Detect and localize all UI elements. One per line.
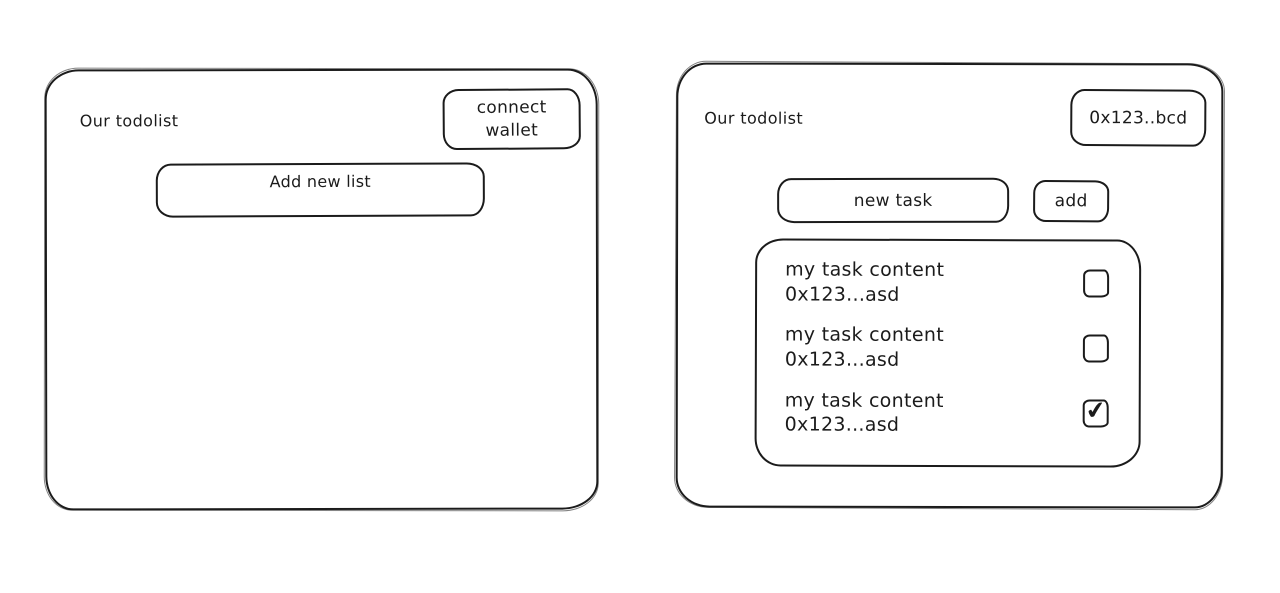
task-address-label: 0x123...asd [785,283,900,306]
task-address-label: 0x123...asd [784,348,900,371]
task-list: my task content 0x123...asd my task cont… [754,238,1142,468]
task-row: my task content 0x123...asd ✔ [785,388,1123,438]
task-row: my task content 0x123...asd [785,323,1123,373]
task-text: my task content 0x123...asd [785,388,944,438]
add-new-list-input[interactable]: Add new list [155,162,485,218]
new-task-input[interactable]: new task [777,177,1010,224]
check-icon: ✔ [1083,395,1108,427]
task-text: my task content 0x123...asd [785,323,944,373]
task-content-label: my task content [784,389,944,412]
task-checkbox[interactable] [1082,334,1109,363]
app-title: Our todolist [79,111,179,131]
todolist-window-connected: Our todolist 0x123..bcd new task add my … [675,62,1224,509]
connect-wallet-button[interactable]: connect wallet [442,88,581,151]
task-text: my task content 0x123...asd [785,257,944,307]
task-checkbox[interactable]: ✔ [1082,395,1109,428]
todolist-window-disconnected: Our todolist connect wallet Add new list [44,68,599,511]
add-task-button[interactable]: add [1033,179,1110,223]
wallet-address-button[interactable]: 0x123..bcd [1070,88,1207,147]
app-title: Our todolist [704,108,804,128]
task-row: my task content 0x123...asd [785,257,1123,307]
task-checkbox[interactable] [1083,269,1110,298]
task-content-label: my task content [785,258,945,281]
task-address-label: 0x123...asd [784,413,900,437]
task-content-label: my task content [784,323,945,347]
